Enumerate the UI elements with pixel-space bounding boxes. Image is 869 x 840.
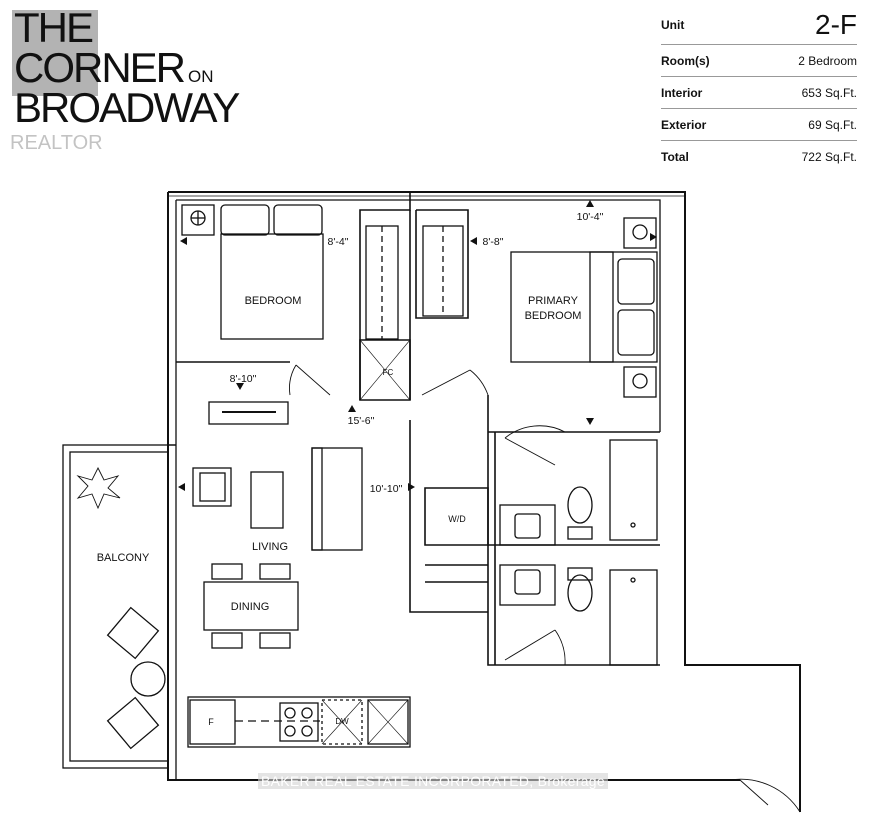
logo-corner: CORNER: [14, 44, 186, 91]
unit-row: Unit 2-F: [661, 6, 857, 45]
info-row: Exterior 69 Sq.Ft.: [661, 109, 857, 141]
interior-walls: [167, 192, 660, 666]
bedroom-bed: [181, 204, 324, 340]
logo-on: ON: [188, 67, 214, 86]
dishwasher-label: DW: [335, 717, 349, 726]
room-label-primary-2: BEDROOM: [525, 310, 582, 322]
brokerage-watermark: BAKER REAL ESTATE INCORPORATED, Brokerag…: [258, 773, 608, 789]
dimension-arrows: [178, 200, 657, 491]
dimension-primary-depth: 8'-8": [483, 236, 504, 248]
kitchen-counter: [187, 696, 411, 748]
realtor-watermark-logo: [12, 10, 98, 96]
info-row: Total 722 Sq.Ft.: [661, 141, 857, 172]
dimension-bedroom-width: 8'-4": [328, 236, 349, 248]
dimension-living-depth: 15'-6": [348, 415, 375, 427]
info-value: 653 Sq.Ft.: [801, 85, 857, 100]
info-value: 69 Sq.Ft.: [808, 117, 857, 132]
logo-line-3: BROADWAY: [14, 84, 240, 131]
info-value: 2 Bedroom: [798, 53, 857, 68]
unit-value: 2-F: [815, 9, 857, 40]
info-label: Interior: [661, 85, 703, 100]
living-furniture: [192, 401, 363, 649]
balcony-outline: [62, 444, 169, 769]
info-label: Room(s): [661, 53, 710, 68]
room-label-fc: FC: [383, 368, 394, 377]
balcony-furniture: [76, 466, 166, 750]
info-row: Room(s) 2 Bedroom: [661, 45, 857, 77]
unit-info-table: Unit 2-F Room(s) 2 Bedroom Interior 653 Sq…: [661, 6, 857, 172]
room-label-balcony: BALCONY: [97, 552, 150, 564]
doors: [289, 364, 801, 813]
room-label-primary-1: PRIMARY: [528, 295, 579, 307]
primary-bed: [510, 217, 658, 398]
room-label-bedroom: BEDROOM: [245, 295, 302, 307]
room-label-dining: DINING: [231, 601, 270, 613]
dimension-living-width: 10'-10": [370, 483, 403, 495]
fridge-label: F: [208, 717, 214, 727]
room-label-wd: W/D: [448, 514, 466, 524]
bathroom-fixtures: [499, 439, 658, 666]
closet-bedroom: [365, 225, 464, 340]
room-label-living: LIVING: [252, 541, 288, 553]
info-label: Total: [661, 149, 689, 164]
info-label: Exterior: [661, 117, 707, 132]
unit-label: Unit: [661, 18, 685, 32]
dimension-bedroom-depth: 8'-10": [230, 373, 257, 385]
realtor-watermark-text: REALTOR: [10, 132, 103, 154]
info-row: Interior 653 Sq.Ft.: [661, 77, 857, 109]
logo-line-1: THE: [14, 4, 94, 51]
dimension-primary-width: 10'-4": [577, 211, 604, 223]
exterior-walls: [167, 191, 801, 812]
info-value: 722 Sq.Ft.: [801, 149, 857, 164]
